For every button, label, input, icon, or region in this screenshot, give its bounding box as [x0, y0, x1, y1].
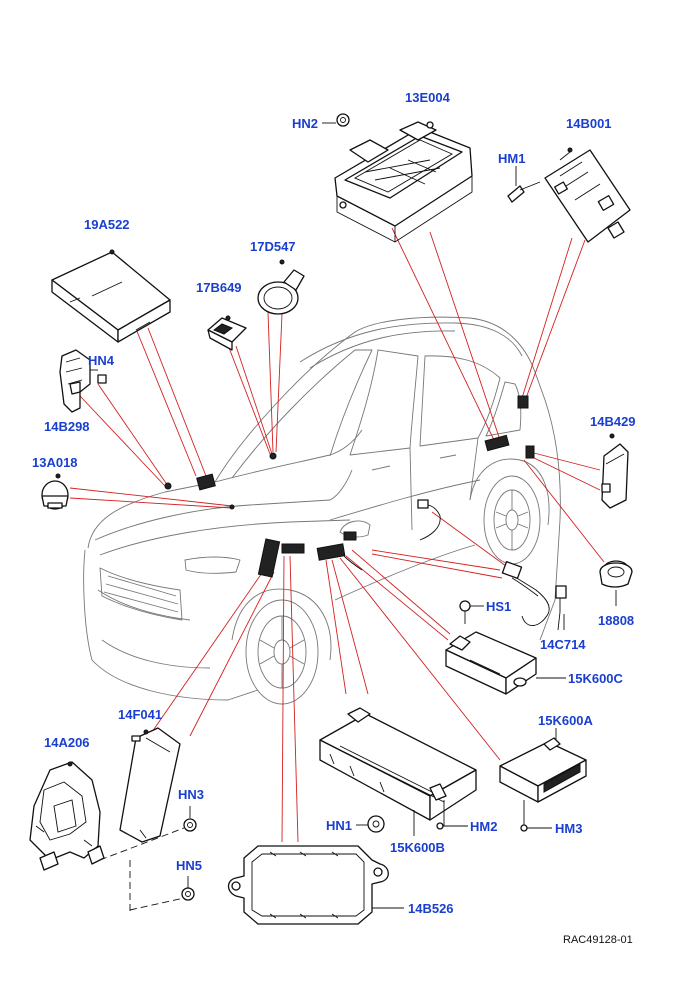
- nut-HN2[interactable]: [322, 113, 350, 127]
- label-13A018: 13A018: [32, 455, 78, 470]
- label-14B526: 14B526: [408, 901, 454, 916]
- vehicle-mounted-parts: [164, 395, 535, 578]
- alignment-lines: [99, 827, 185, 912]
- label-HN1: HN1: [326, 818, 352, 833]
- label-14C714: 14C714: [540, 637, 586, 652]
- label-HM3: HM3: [555, 821, 582, 836]
- screw-HS1[interactable]: [459, 600, 484, 624]
- label-HN2: HN2: [292, 116, 318, 131]
- module-15K600B[interactable]: [319, 707, 477, 836]
- nut-HN5[interactable]: [181, 876, 195, 901]
- vehicle-outline: [83, 316, 561, 705]
- module-14B429[interactable]: [601, 433, 629, 509]
- label-19A522: 19A522: [84, 217, 130, 232]
- horn-13A018[interactable]: [41, 473, 69, 510]
- bolt-HM1[interactable]: [507, 166, 541, 203]
- label-15K600C: 15K600C: [568, 671, 624, 686]
- bolt-HM2[interactable]: [436, 822, 468, 830]
- label-17D547: 17D547: [250, 239, 296, 254]
- leader-lines: [69, 227, 605, 843]
- module-14B001[interactable]: [544, 147, 631, 243]
- label-17B649: 17B649: [196, 280, 242, 295]
- harness-14C714[interactable]: [501, 560, 567, 631]
- module-14B298[interactable]: [59, 349, 91, 413]
- label-HN4: HN4: [88, 353, 115, 368]
- label-14B429: 14B429: [590, 414, 636, 429]
- label-HN3: HN3: [178, 787, 204, 802]
- module-19A522[interactable]: [51, 249, 171, 343]
- nut-HN3[interactable]: [183, 806, 197, 832]
- label-14B298: 14B298: [44, 419, 90, 434]
- label-15K600A: 15K600A: [538, 713, 594, 728]
- nut-HN1[interactable]: [356, 815, 385, 833]
- label-18808: 18808: [598, 613, 634, 628]
- label-14F041: 14F041: [118, 707, 162, 722]
- drawing-reference: RAC49128-01: [563, 934, 633, 946]
- gasket-14B526[interactable]: [227, 845, 405, 925]
- label-HM2: HM2: [470, 819, 497, 834]
- module-13E004[interactable]: [334, 121, 473, 243]
- bracket-14A206[interactable]: [29, 761, 105, 871]
- label-15K600B: 15K600B: [390, 840, 445, 855]
- sensor-17D547[interactable]: [257, 259, 305, 315]
- module-14F041[interactable]: [119, 727, 181, 843]
- label-13E004: 13E004: [405, 90, 451, 105]
- label-14B001: 14B001: [566, 116, 612, 131]
- sensor-18808[interactable]: [599, 560, 633, 606]
- sensor-17B649[interactable]: [207, 315, 247, 351]
- label-HS1: HS1: [486, 599, 511, 614]
- label-HN5: HN5: [176, 858, 202, 873]
- callout-labels: 13E004 HN2 14B001 HM1 19A522 17D547 17B6…: [32, 90, 636, 946]
- module-15K600C[interactable]: [445, 631, 566, 695]
- module-15K600A[interactable]: [499, 728, 587, 832]
- label-14A206: 14A206: [44, 735, 90, 750]
- label-HM1: HM1: [498, 151, 525, 166]
